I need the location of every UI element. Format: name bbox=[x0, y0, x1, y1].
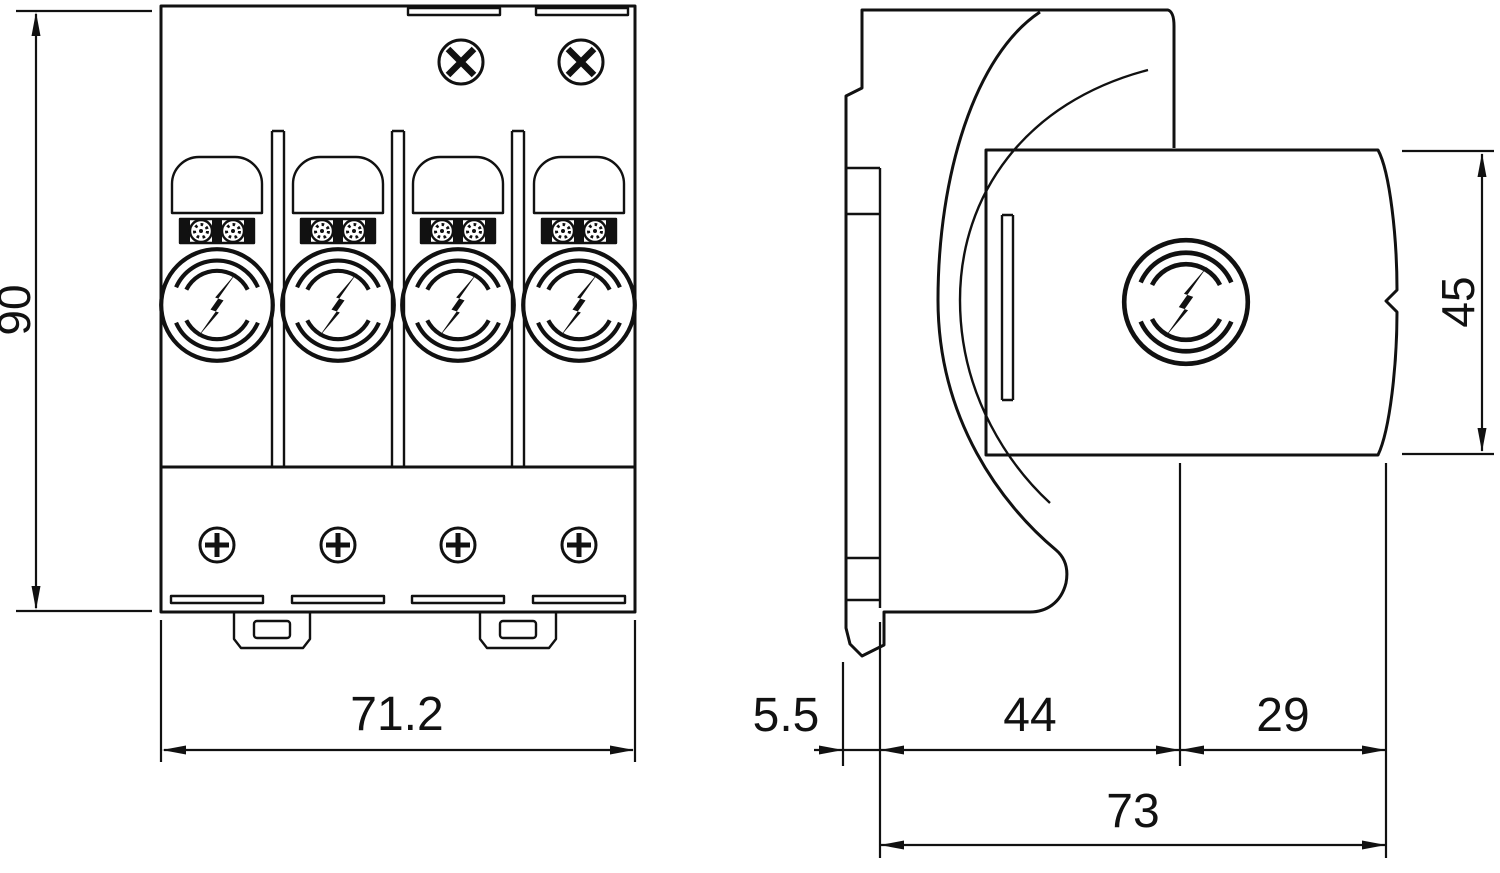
side-dimensions: 45 5.5 44 29 73 bbox=[753, 149, 1494, 858]
din-rail-groove bbox=[846, 166, 882, 608]
bottom-slot bbox=[169, 594, 265, 605]
side-view bbox=[844, 8, 1399, 658]
arrowhead bbox=[162, 745, 186, 755]
screw-icon bbox=[439, 526, 477, 564]
extension-lines bbox=[1402, 149, 1494, 456]
obo-lightning-logo-icon bbox=[1124, 240, 1248, 364]
mounting-base-outline bbox=[844, 8, 1176, 658]
surge-module-3 bbox=[402, 155, 514, 361]
extension-lines bbox=[159, 620, 637, 762]
screw-icon bbox=[557, 38, 605, 86]
surge-module-2 bbox=[282, 155, 394, 361]
screw-icon bbox=[437, 38, 485, 86]
arrowhead bbox=[31, 12, 41, 36]
arrowhead bbox=[880, 840, 904, 850]
dim-label-height: 90 bbox=[0, 284, 40, 335]
din-rail-clip bbox=[478, 613, 558, 650]
dim-label-base-depth: 44 bbox=[1003, 689, 1056, 742]
module-label-window bbox=[532, 155, 626, 215]
surge-module-4 bbox=[523, 155, 635, 361]
bottom-slot bbox=[290, 594, 386, 605]
obo-lightning-logo-icon bbox=[282, 249, 394, 361]
obo-lightning-logo-icon bbox=[523, 249, 635, 361]
module-seam bbox=[1000, 213, 1015, 402]
front-view bbox=[159, 4, 637, 650]
obo-lightning-logo-icon bbox=[161, 249, 273, 361]
dim-label-rail-offset: 5.5 bbox=[753, 689, 820, 742]
dim-label-module-height: 45 bbox=[1432, 276, 1484, 327]
bottom-slot bbox=[531, 594, 627, 605]
arrowhead bbox=[1362, 840, 1386, 850]
module-label-window bbox=[170, 155, 264, 215]
module-terminal bbox=[419, 217, 497, 245]
arrowhead bbox=[31, 586, 41, 610]
module-terminal bbox=[178, 217, 256, 245]
top-vent-slot bbox=[534, 6, 630, 17]
module-label-window bbox=[411, 155, 505, 215]
arrowhead bbox=[819, 745, 843, 755]
din-rail-clip bbox=[232, 613, 312, 650]
screw-icon bbox=[198, 526, 236, 564]
module-label-window bbox=[291, 155, 385, 215]
arrowhead bbox=[1477, 153, 1487, 177]
device-body-outline bbox=[159, 4, 637, 614]
surge-module-1 bbox=[161, 155, 273, 361]
bottom-slot bbox=[410, 594, 506, 605]
dim-label-module-depth: 29 bbox=[1256, 689, 1309, 742]
arrowhead bbox=[610, 745, 634, 755]
module-body-outline bbox=[984, 148, 1399, 457]
arrowhead bbox=[1362, 745, 1386, 755]
arrowhead bbox=[1180, 745, 1204, 755]
arrowhead bbox=[1477, 428, 1487, 452]
mounting-base-inner-arc bbox=[958, 68, 1149, 504]
module-terminal bbox=[299, 217, 377, 245]
dim-label-width: 71.2 bbox=[350, 688, 443, 741]
obo-lightning-logo-icon bbox=[402, 249, 514, 361]
module-terminal bbox=[540, 217, 618, 245]
arrowhead bbox=[1156, 745, 1180, 755]
top-vent-slot bbox=[406, 6, 502, 17]
dim-label-total-depth: 73 bbox=[1106, 785, 1159, 838]
screw-icon bbox=[560, 526, 598, 564]
front-dimensions: 90 71.2 bbox=[0, 9, 637, 762]
screw-icon bbox=[319, 526, 357, 564]
extension-lines bbox=[16, 9, 152, 613]
